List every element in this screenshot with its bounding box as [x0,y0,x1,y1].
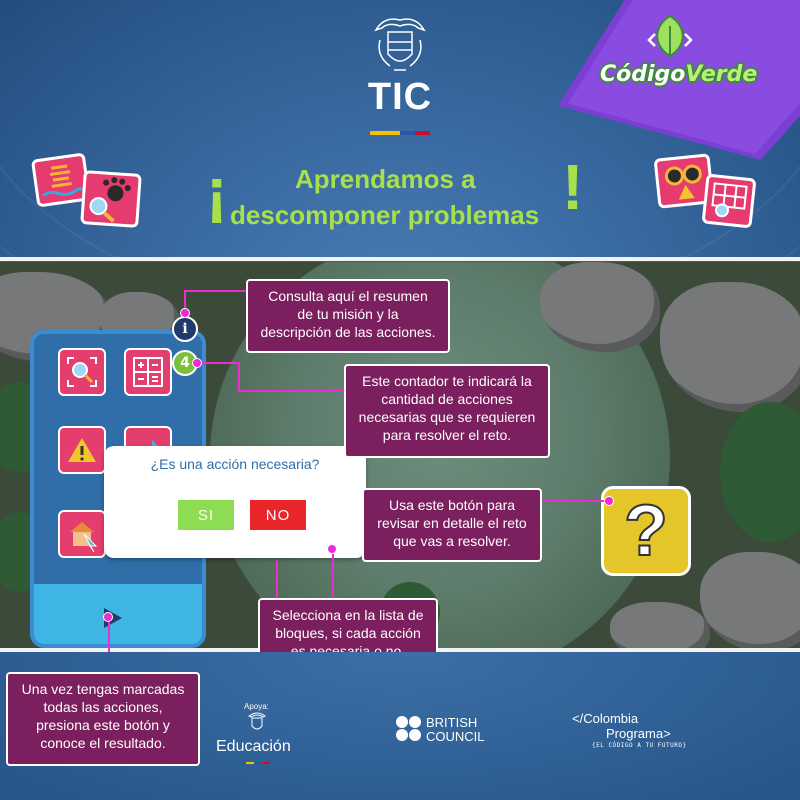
block-warning[interactable] [58,426,106,474]
leaf-code-icon [647,14,693,58]
logo-part-codigo: Código [600,62,686,87]
block-panel-footer [34,584,202,644]
dialog-question: ¿Es una acción necesaria? [150,456,320,472]
block-house-cursor[interactable] [58,510,106,558]
educacion-logo: Educación [216,738,291,755]
connector-line [540,500,610,502]
bush [720,402,800,542]
colombia-programa-line1: </Colombia [572,711,639,726]
puzzle-piece-pawprint [80,170,142,228]
house-cursor-icon [70,522,98,552]
title-line-2: descomponer problemas [230,200,540,230]
yes-button[interactable]: SI [178,500,234,530]
callout-help: Usa este botón para revisar en detalle e… [362,488,542,562]
brand-title: TIC [367,76,433,118]
codigo-verde-logo: CódigoVerde [600,62,757,87]
connector-line [184,290,248,292]
pawprint-magnifier-icon [89,177,131,223]
callout-result: Una vez tengas marcadas todas las accion… [6,672,200,766]
no-button[interactable]: NO [250,500,306,530]
logo-part-verde: Verde [685,62,758,87]
connector-line [108,622,110,674]
puzzle-piece-warning [653,153,715,209]
connector-line [238,390,346,392]
calculator-icon [133,357,163,387]
connector-line [332,552,334,600]
crest-icon [248,712,266,730]
goggles-warning-icon [664,164,702,200]
magnifier-icon [67,357,97,387]
connector-dot [180,308,190,318]
help-button[interactable]: ? [601,486,691,576]
connector-line [276,560,278,600]
connector-line [198,362,238,364]
colombia-crest-icon [374,18,426,71]
necessary-action-dialog: ¿Es una acción necesaria? SI NO [104,446,366,558]
colombia-programa-line2: Programa> [606,726,671,741]
colombia-programa-tagline: {EL CÓDIGO A TU FUTURO} [592,742,687,749]
block-calculator[interactable] [124,348,172,396]
puzzle-piece-grid [701,173,757,229]
title-line-1: Aprendamos a [295,164,476,194]
divider-top [0,257,800,261]
connector-dot [604,496,614,506]
apoya-label: Apoya: [244,702,269,711]
connector-line [184,290,186,318]
connector-dot [192,358,202,368]
rock [540,262,660,352]
title-open-exclamation: ¡ [206,155,228,227]
connector-dot [103,612,113,622]
rock [660,282,800,412]
question-mark-icon: ? [623,490,669,572]
rock [610,602,710,650]
educacion-color-bar [246,762,270,764]
rock [700,552,800,650]
info-button[interactable]: i [172,316,198,342]
block-magnifier[interactable] [58,348,106,396]
warning-icon [68,438,96,462]
title-close-exclamation: ! [562,151,584,223]
british-council-dots-icon [396,716,422,742]
spring-icon [42,164,86,197]
callout-summary: Consulta aquí el resumen de tu misión y … [246,279,450,353]
brand-color-bar [370,131,430,135]
page-title: ¡ Aprendamos a descomponer problemas ! [200,151,600,236]
puzzle-piece-spring [30,152,92,208]
british-council-logo: BRITISH COUNCIL [426,715,485,744]
connector-dot [327,544,337,554]
connector-line [238,362,240,390]
callout-counter: Este contador te indicará la cantidad de… [344,364,550,458]
grid-magnifier-icon [711,182,748,218]
